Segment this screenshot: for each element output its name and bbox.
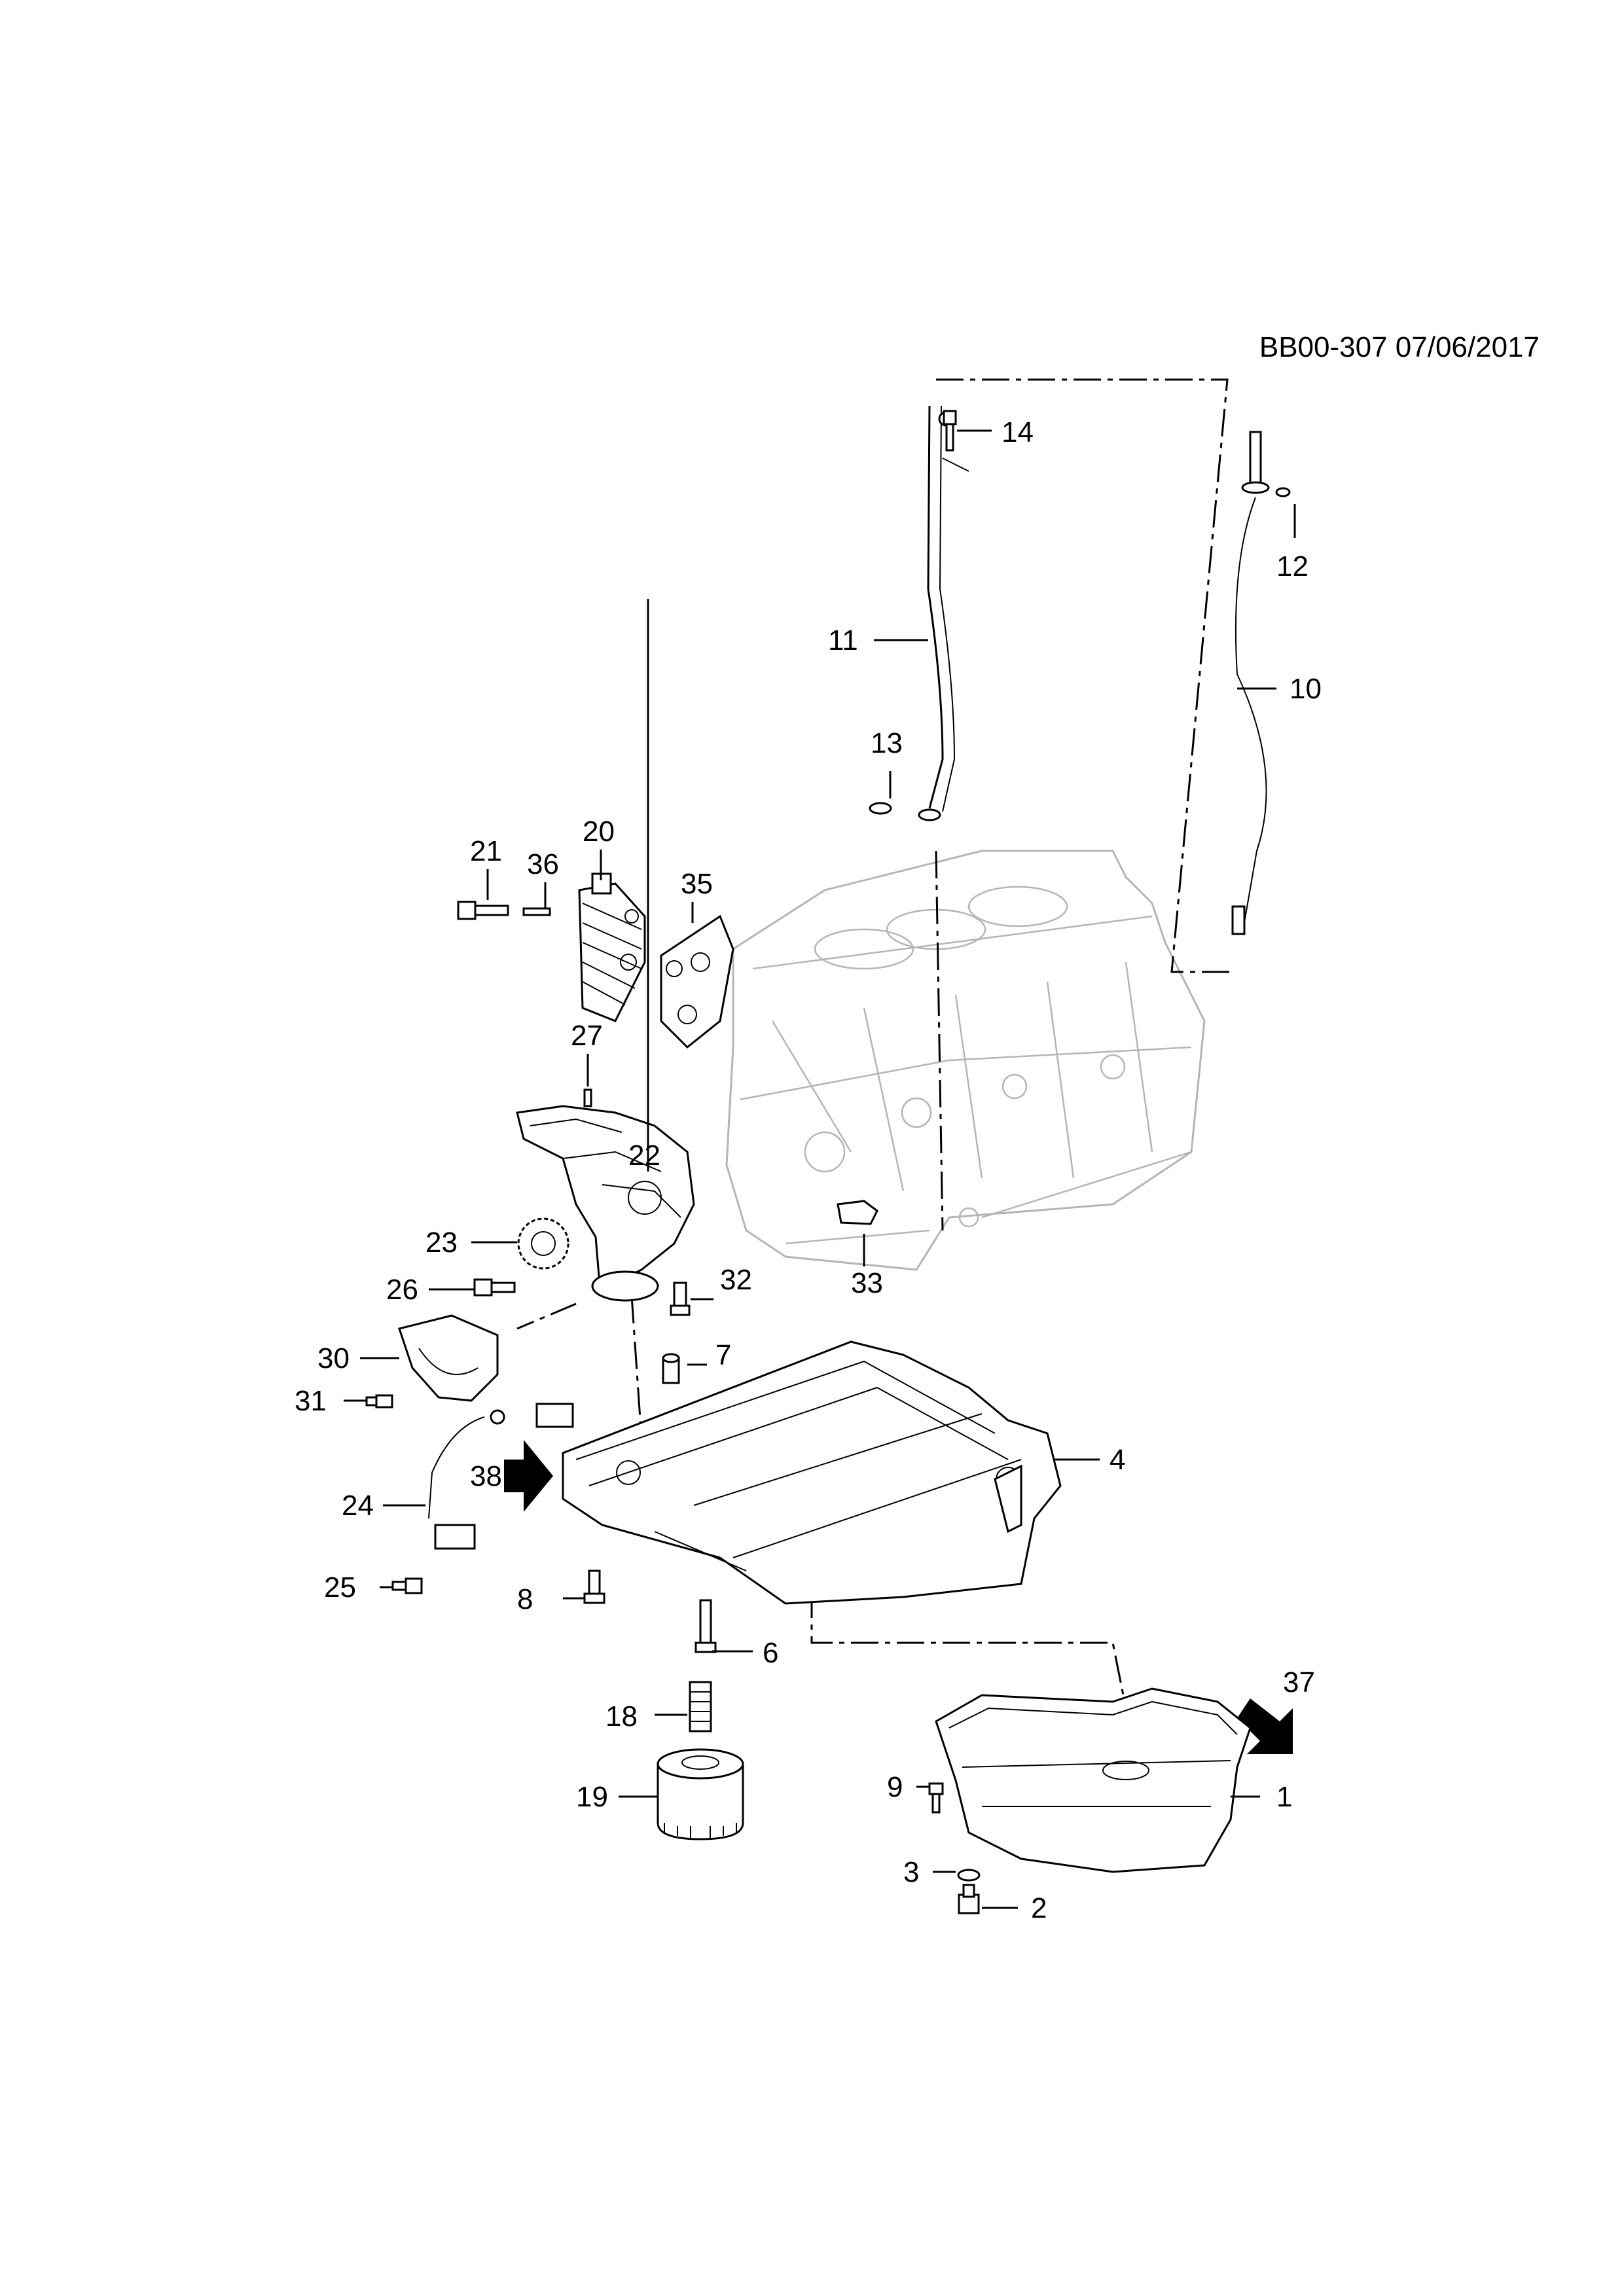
callout-30: 30 <box>317 1342 350 1374</box>
callout-33: 33 <box>851 1267 883 1299</box>
tube-bolt <box>943 410 957 452</box>
cover-bolt <box>365 1394 393 1408</box>
cooler-gasket <box>660 914 734 1049</box>
callout-6: 6 <box>763 1637 778 1669</box>
callout-23: 23 <box>425 1227 458 1259</box>
callout-32: 32 <box>720 1264 752 1296</box>
callout-27: 27 <box>571 1020 603 1052</box>
diagram-reference: BB00-307 07/06/2017 <box>1259 331 1540 363</box>
callout-31: 31 <box>295 1385 327 1417</box>
oil-cooler <box>578 872 646 1022</box>
callout-18: 18 <box>605 1700 638 1732</box>
oil-pump-sprocket <box>517 1217 569 1270</box>
callout-12: 12 <box>1276 550 1308 583</box>
cooler-bolt <box>457 901 509 920</box>
callout-3: 3 <box>903 1856 919 1888</box>
callout-7: 7 <box>715 1339 731 1371</box>
filter-stud <box>689 1681 712 1732</box>
view-arrow-38 <box>504 1440 553 1512</box>
dowel-pin <box>662 1353 680 1384</box>
cooler-pin <box>522 907 551 916</box>
callout-22: 22 <box>628 1139 660 1172</box>
callout-1: 1 <box>1276 1781 1292 1813</box>
callout-36: 36 <box>527 848 559 880</box>
callout-37: 37 <box>1283 1666 1315 1698</box>
drain-washer <box>957 1869 981 1882</box>
callout-24: 24 <box>342 1490 374 1522</box>
callout-8: 8 <box>517 1583 533 1615</box>
crankcase-bolt <box>583 1570 605 1604</box>
sprocket-bolt <box>473 1278 516 1297</box>
pan-bolt <box>928 1782 944 1814</box>
callout-13: 13 <box>871 727 903 759</box>
dipstick-tube <box>918 405 969 821</box>
oil-filter-bolt <box>695 1599 717 1653</box>
callout-26: 26 <box>386 1274 418 1306</box>
callout-11: 11 <box>828 624 858 656</box>
callout-21: 21 <box>470 835 502 867</box>
callout-38: 38 <box>470 1460 502 1492</box>
engine-block <box>725 850 1206 1271</box>
callout-20: 20 <box>583 816 615 848</box>
oil-pan <box>935 1687 1252 1873</box>
leader-lines <box>344 429 1296 1909</box>
callout-10: 10 <box>1290 673 1322 705</box>
oil-pump <box>516 1105 695 1302</box>
lower-crankcase <box>562 1340 1062 1605</box>
pump-cover <box>398 1314 499 1402</box>
view-arrow-37 <box>1237 1698 1293 1754</box>
sensor-harness <box>428 1403 574 1550</box>
callout-2: 2 <box>1031 1892 1047 1924</box>
drain-plug <box>958 1884 980 1914</box>
pump-bolt <box>670 1282 691 1316</box>
callout-35: 35 <box>681 868 713 900</box>
tube-seal <box>869 802 892 815</box>
pump-pin <box>583 1088 592 1107</box>
sensor-bolt <box>391 1577 423 1594</box>
callout-19: 19 <box>576 1781 608 1813</box>
dipstick <box>1231 431 1291 935</box>
callouts: 1 2 3 4 6 7 8 9 10 11 12 13 14 18 19 20 … <box>295 416 1322 1924</box>
bracket <box>837 1200 878 1225</box>
callout-9: 9 <box>887 1771 903 1803</box>
callout-25: 25 <box>324 1571 356 1604</box>
callout-4: 4 <box>1110 1444 1125 1476</box>
oil-filter <box>657 1748 744 1840</box>
callout-14: 14 <box>1001 416 1034 448</box>
